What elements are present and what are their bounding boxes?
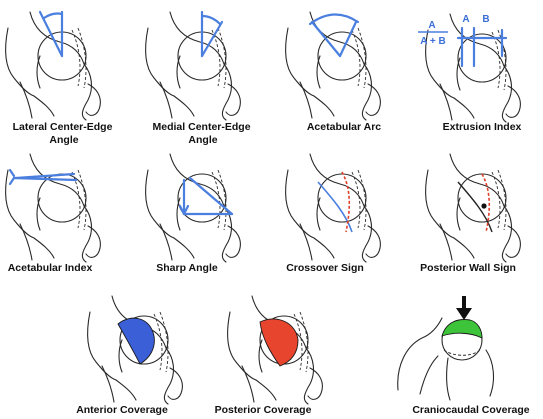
panel-lateral-center-edge-angle: Lateral Center-Edge Angle	[4, 10, 116, 146]
anterior-wall-line	[317, 181, 353, 233]
posterior-wall-line	[341, 171, 351, 233]
mark-a: A	[462, 14, 469, 25]
panel-label: Acetabular Arc	[307, 121, 381, 133]
anterior-coverage-fill	[117, 317, 155, 365]
panel-posterior-coverage: Posterior Coverage	[215, 295, 323, 416]
formula-denominator: A + B	[420, 36, 445, 47]
craniocaudal-coverage-fill	[441, 319, 483, 339]
panel-medial-center-edge-angle: Medial Center-Edge Angle	[144, 10, 254, 146]
panel-label: Medial Center-Edge Angle	[153, 121, 254, 146]
posterior-coverage-fill	[259, 318, 299, 367]
panel-label: Posterior Wall Sign	[420, 262, 516, 274]
panel-label: Sharp Angle	[156, 262, 218, 274]
ai-left-marks	[8, 168, 16, 186]
panel-label: Craniocaudal Coverage	[412, 404, 529, 416]
panel-crossover-sign: Crossover Sign	[284, 153, 381, 274]
femur-shaft	[446, 357, 451, 401]
lce-edge-line	[38, 10, 64, 58]
panel-acetabular-arc: Acetabular Arc	[284, 11, 381, 133]
greater-trochanter	[485, 349, 495, 397]
mce-angle-arc	[200, 14, 222, 26]
sharp-arrowhead	[178, 204, 190, 216]
panel-label: Acetabular Index	[8, 262, 93, 274]
posterior-wall-line	[481, 173, 491, 233]
panel-anterior-coverage: Anterior Coverage	[76, 295, 183, 416]
sharp-oblique-line	[188, 176, 234, 216]
formula-numerator: A	[428, 20, 435, 31]
femoral-head-dash	[443, 349, 481, 356]
lce-angle-arc	[42, 12, 64, 20]
ai-roof-line	[14, 172, 76, 180]
panel-label: Posterior Coverage	[215, 404, 312, 416]
panel-label: Extrusion Index	[443, 121, 522, 133]
panel-label: Crossover Sign	[286, 262, 364, 274]
mce-edge-line	[200, 20, 224, 58]
anterior-wall-line	[457, 181, 493, 233]
panel-label: Lateral Center-Edge Angle	[13, 121, 116, 146]
arc-medial-line	[338, 20, 358, 58]
panel-label: Anterior Coverage	[76, 404, 168, 416]
panel-extrusion-index: A A + B A B Extrusion Index	[418, 13, 522, 133]
panel-acetabular-index: Acetabular Index	[4, 153, 101, 274]
femur-outline-inner	[419, 355, 439, 395]
femur-outline	[397, 317, 443, 391]
panel-craniocaudal-coverage: Craniocaudal Coverage	[397, 296, 530, 416]
femoral-head-center-dot	[481, 203, 487, 209]
panel-sharp-angle: Sharp Angle	[144, 153, 241, 274]
mark-b: B	[482, 14, 489, 25]
panel-posterior-wall-sign: Posterior Wall Sign	[420, 153, 521, 274]
down-arrow-head	[456, 308, 472, 320]
arc-curve	[308, 13, 360, 26]
arc-lateral-line	[310, 20, 342, 58]
